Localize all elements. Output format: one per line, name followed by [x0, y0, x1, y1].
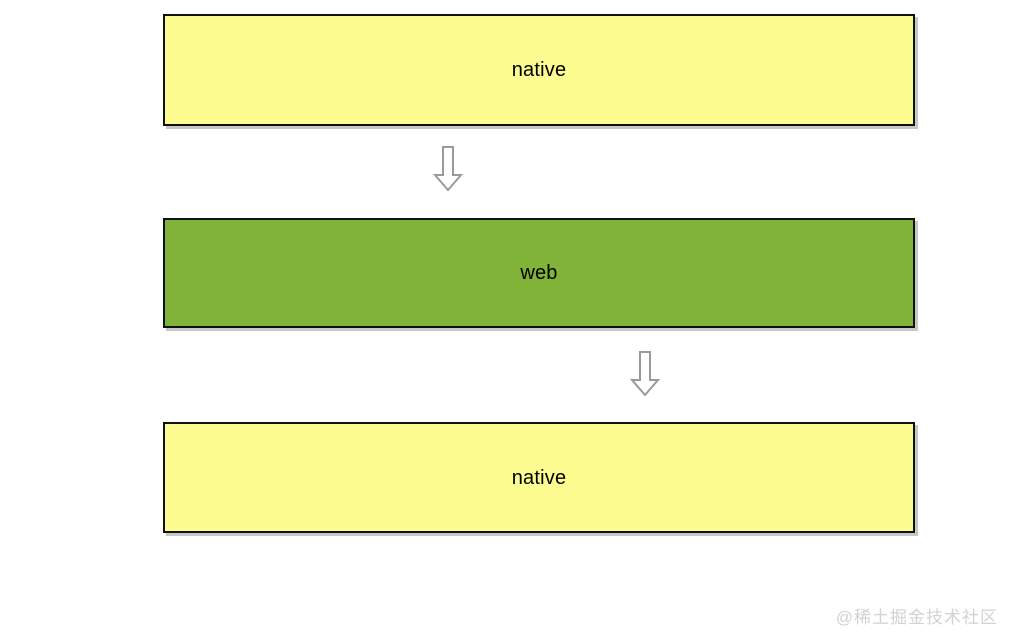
- layer-label-web: web: [520, 262, 558, 284]
- arrow-down-icon-shape: [432, 146, 464, 192]
- watermark-text: @稀土掘金技术社区: [835, 608, 998, 627]
- layer-label-native-bottom: native: [511, 466, 567, 489]
- layer-box-native-bottom: native: [163, 422, 915, 533]
- arrow-down-icon: [430, 145, 466, 193]
- arrow-down-icon: [627, 350, 663, 398]
- layer-box-native-top: native: [163, 14, 915, 126]
- arrow-down-icon-shape: [629, 351, 661, 397]
- layer-label-native-top: native: [511, 59, 567, 81]
- layer-box-web: web: [163, 218, 915, 328]
